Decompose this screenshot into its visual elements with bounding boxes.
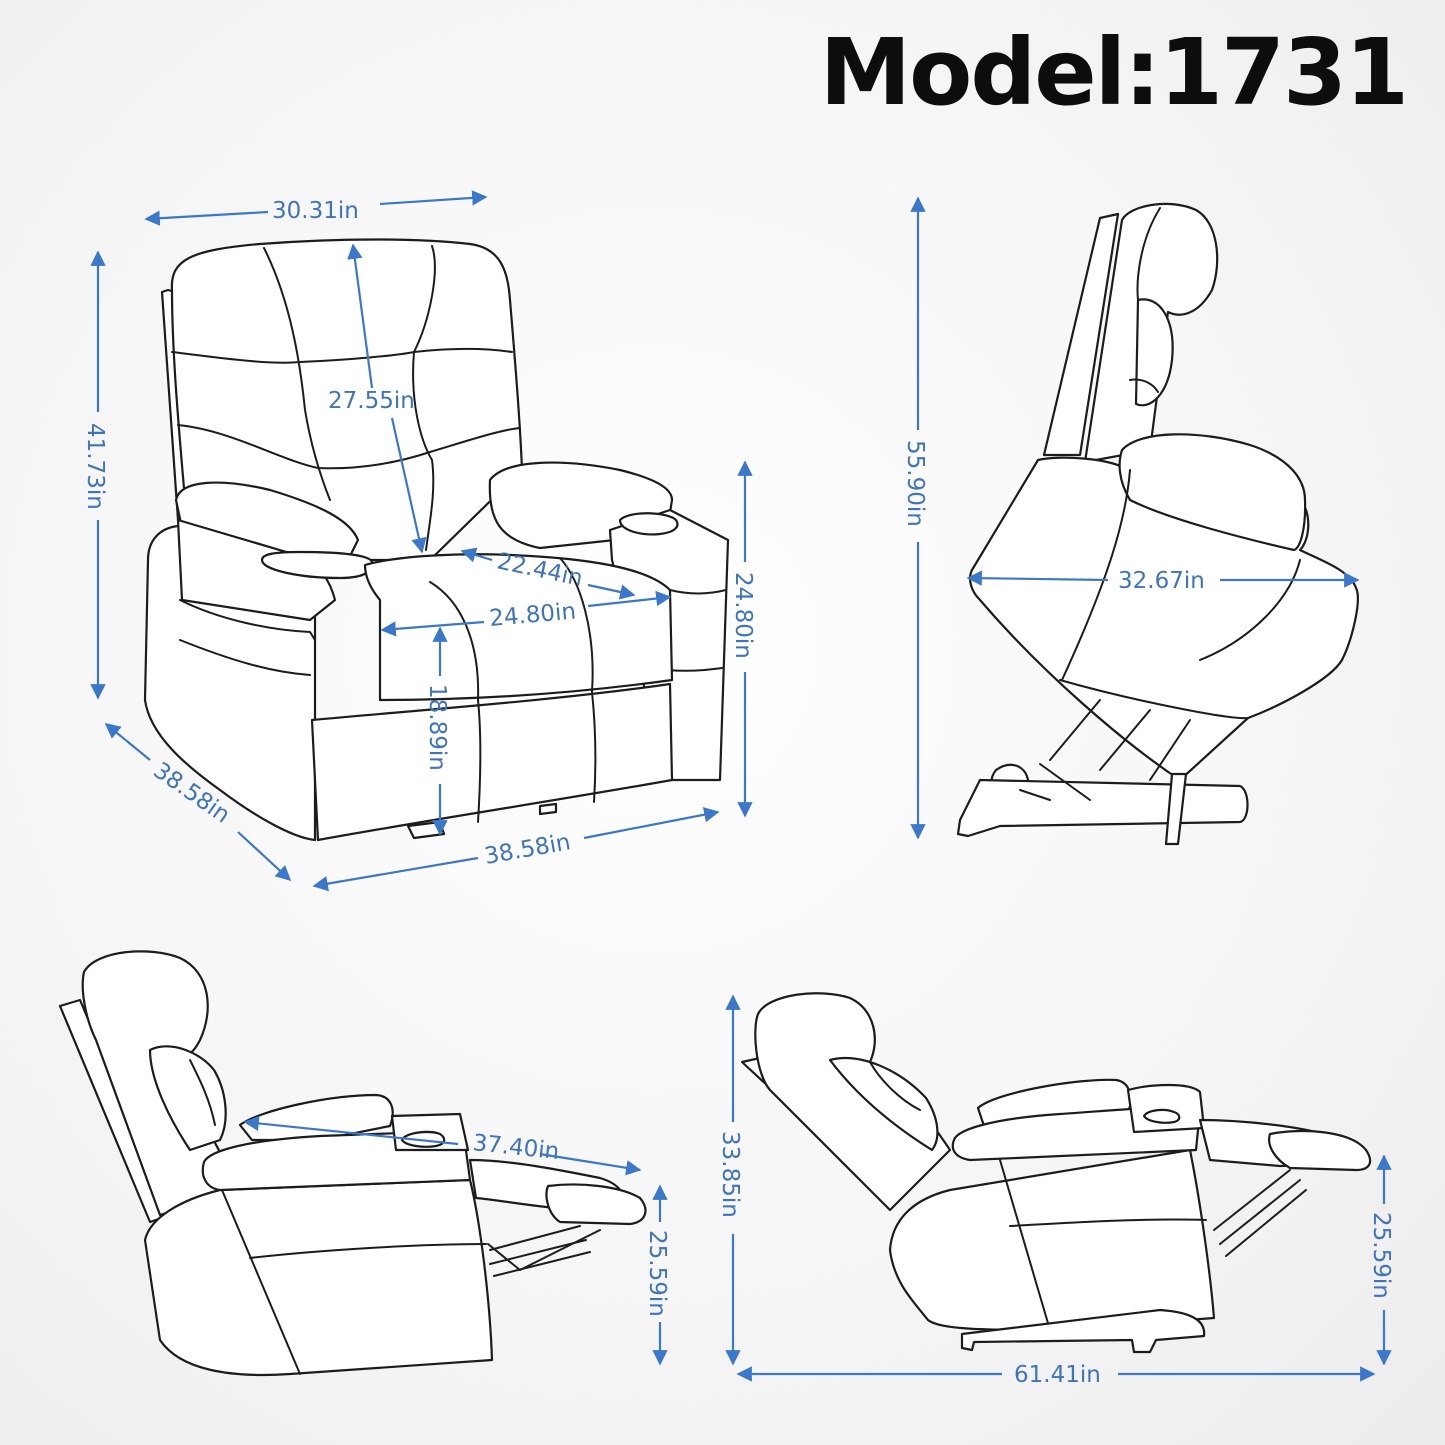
full-recline-chair bbox=[740, 992, 1372, 1354]
lifted-view-dimensions: 55.90in 32.67in bbox=[902, 196, 1360, 840]
label-full-footrest: 25.59in bbox=[1368, 1212, 1394, 1299]
recline-side-chair bbox=[58, 950, 647, 1377]
label-lifted-depth: 32.67in bbox=[1118, 568, 1205, 594]
label-arm-height: 24.80in bbox=[730, 572, 756, 659]
label-back-height: 27.55in bbox=[328, 388, 415, 414]
dim-line-base-width bbox=[312, 856, 479, 892]
model-title: Model:1731 bbox=[819, 19, 1409, 126]
dim-line-width bbox=[144, 210, 269, 226]
label-base-width: 38.58in bbox=[483, 829, 573, 870]
dim-line-depth bbox=[104, 723, 151, 761]
label-lifted-height: 55.90in bbox=[902, 440, 928, 527]
label-front-height: 41.73in bbox=[82, 423, 108, 510]
lifted-view-chair bbox=[956, 202, 1359, 846]
label-full-height: 33.85in bbox=[717, 1131, 743, 1218]
front-view-dimensions: 30.31in 41.73in 27.55in 22.44in 24.80in … bbox=[82, 190, 756, 892]
full-recline-dimensions: 33.85in 25.59in 61.41in bbox=[717, 994, 1394, 1388]
dim-line-back-height bbox=[347, 243, 374, 389]
label-recline-footrest: 25.59in bbox=[644, 1230, 670, 1317]
label-seat-height: 18.89in bbox=[424, 684, 450, 771]
recline-side-dimensions: 37.40in 25.59in bbox=[243, 1115, 670, 1366]
dim-line-seat-width bbox=[380, 620, 485, 637]
dim-line-recline-length bbox=[243, 1115, 459, 1146]
label-full-length: 61.41in bbox=[1014, 1362, 1101, 1388]
dim-line-seat-depth bbox=[460, 547, 493, 563]
dim-line-lifted-depth bbox=[966, 570, 1109, 586]
label-front-width: 30.31in bbox=[272, 198, 359, 224]
front-view-chair bbox=[143, 238, 730, 842]
